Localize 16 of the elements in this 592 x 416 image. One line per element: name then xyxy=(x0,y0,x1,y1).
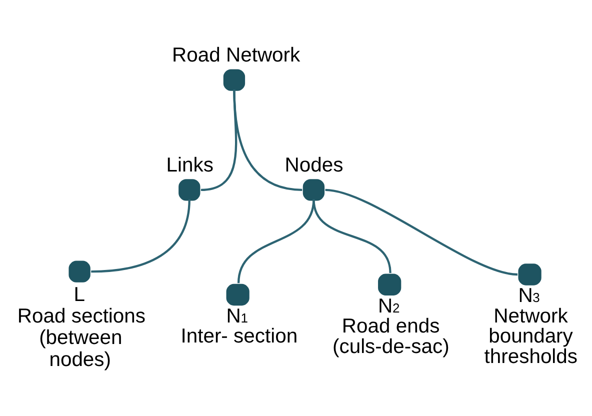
node-label: N1 xyxy=(226,305,248,328)
connector xyxy=(233,89,302,192)
node-label: N3 xyxy=(518,285,540,308)
connector xyxy=(237,199,315,284)
node-label: L xyxy=(74,284,86,306)
connector xyxy=(312,199,392,274)
node-label: Nodes xyxy=(284,154,344,176)
node-label: N2 xyxy=(378,295,400,318)
node-label: Network boundary thresholds xyxy=(484,305,578,368)
connector xyxy=(91,199,190,273)
connector xyxy=(325,188,518,276)
node-label: Road sections (between nodes) xyxy=(17,305,146,371)
node-label: Inter- section xyxy=(180,326,298,348)
node-label: Road ends (culs-de-sac) xyxy=(332,316,450,358)
node-label: Road Network xyxy=(172,44,300,67)
node-label: Links xyxy=(166,154,214,176)
